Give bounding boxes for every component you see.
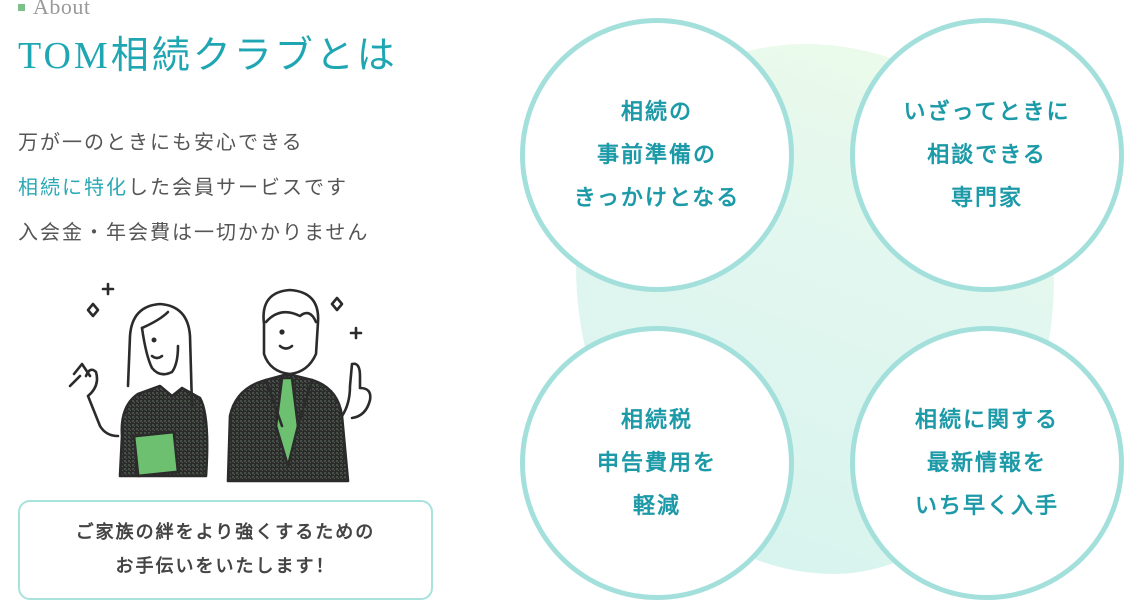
- eyebrow-label: About: [33, 0, 91, 19]
- feature-circle-latest-info: 相続に関する 最新情報を いち早く入手: [850, 326, 1124, 600]
- feature-line: きっかけとなる: [573, 185, 741, 211]
- feature-line: 相続に関する: [914, 407, 1059, 433]
- feature-circle-tax-savings: 相続税 申告費用を 軽減: [520, 326, 794, 600]
- feature-line: 相談できる: [927, 142, 1047, 168]
- feature-line: いざってときに: [903, 99, 1071, 125]
- callout-line-2: お手伝いをいたします！: [115, 556, 336, 577]
- feature-line: いち早く入手: [914, 493, 1059, 519]
- feature-line: 事前準備の: [596, 142, 717, 168]
- sparkle-icon: [86, 282, 363, 340]
- lead-line-1: 万が一のときにも安心できる: [18, 130, 304, 154]
- feature-line: 相続税: [620, 407, 693, 433]
- square-bullet-icon: [18, 3, 25, 11]
- feature-circle-consultation: いざってときに 相談できる 専門家: [850, 18, 1124, 292]
- lead-highlight: 相続に特化: [18, 175, 128, 199]
- callout-line-1: ご家族の絆をより強くするための: [75, 522, 376, 543]
- section-eyebrow: About: [18, 0, 91, 20]
- callout-box: ご家族の絆をより強くするための お手伝いをいたします！: [18, 500, 433, 600]
- feature-line: 最新情報を: [926, 450, 1047, 476]
- lead-line-2-rest: した会員サービスです: [128, 175, 348, 199]
- business-people-illustration: [68, 282, 372, 483]
- feature-line: 相続の: [620, 99, 693, 125]
- feature-circle-preparation: 相続の 事前準備の きっかけとなる: [520, 18, 794, 292]
- feature-line: 軽減: [632, 493, 681, 519]
- feature-line: 申告費用を: [596, 450, 717, 476]
- page-title: TOM相続クラブとは: [18, 35, 398, 77]
- lead-line-2: 相続に特化した会員サービスです: [18, 165, 369, 210]
- lead-text: 万が一のときにも安心できる 相続に特化した会員サービスです 入会金・年会費は一切…: [18, 120, 369, 255]
- lead-line-3: 入会金・年会費は一切かかりません: [18, 220, 370, 244]
- feature-line: 専門家: [950, 185, 1023, 211]
